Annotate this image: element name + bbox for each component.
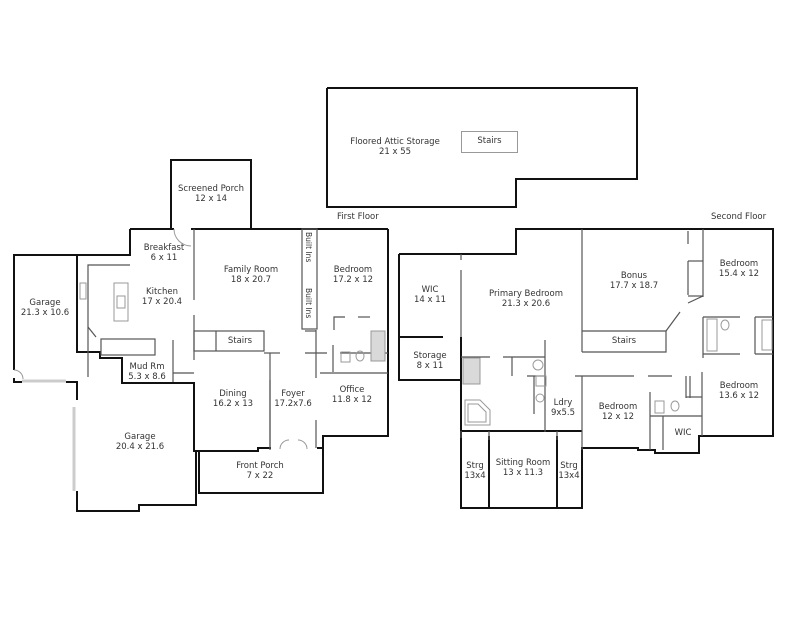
room-label-attic: Floored Attic Storage 21 x 55 <box>350 137 440 157</box>
second-floor-fixtures <box>464 318 773 426</box>
second-floor-stairs-label: Stairs <box>611 336 637 346</box>
attic-outline <box>326 87 638 208</box>
built-ins-label-bottom: Built Ins <box>304 288 313 319</box>
room-label-wic-se: WIC <box>674 428 692 438</box>
second-floor-stair-hatch <box>462 357 481 385</box>
first-floor-title: First Floor <box>337 212 379 222</box>
first-floor-stairs-label: Stairs <box>227 336 253 346</box>
attic-stairs-label: Stairs <box>477 136 502 146</box>
attic-stairs: Stairs <box>461 131 518 153</box>
first-floor-exterior-walls <box>13 159 389 512</box>
second-floor-exterior-walls <box>398 228 774 509</box>
first-floor-fixtures <box>13 228 365 491</box>
first-floor-shower <box>370 330 386 362</box>
second-floor-title: Second Floor <box>711 212 767 222</box>
built-ins-label-top: Built Ins <box>304 232 313 263</box>
second-floor-interior-walls <box>460 229 773 450</box>
first-floor-interior-walls <box>87 228 388 450</box>
